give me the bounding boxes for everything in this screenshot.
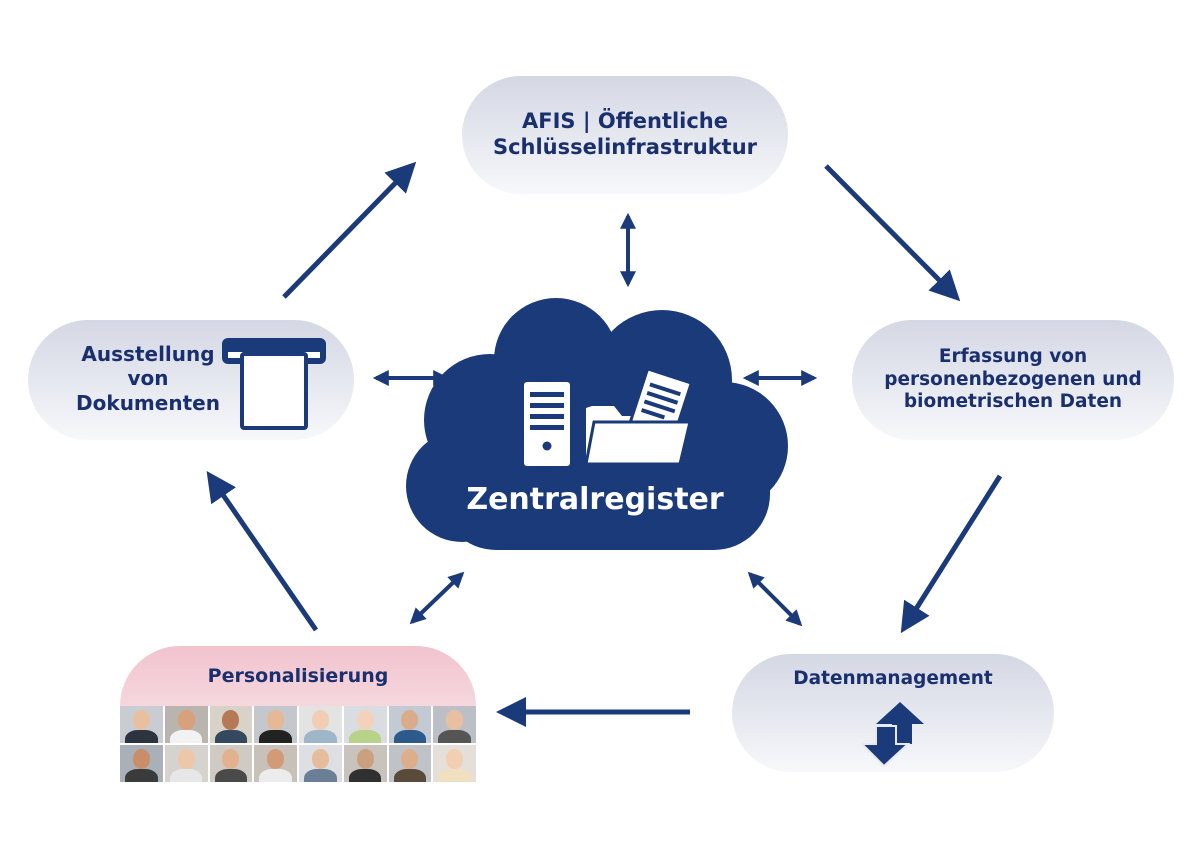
node-ausstellung-label: Ausstellung von Dokumenten [76, 342, 220, 415]
double-arrow-personalisierung-cloud [409, 571, 465, 625]
node-ausstellung: Ausstellung von Dokumenten [28, 320, 354, 440]
cloud-title: Zentralregister [466, 482, 724, 517]
portrait-photo [299, 706, 342, 743]
portrait-photo [433, 745, 476, 782]
arrow-ausstellung-to-afis [282, 161, 417, 299]
portrait-photo [209, 745, 253, 782]
node-erfassung-label: Erfassung von personenbezogenen und biom… [884, 346, 1142, 413]
portrait-photo [388, 706, 432, 743]
portrait-photo [120, 706, 163, 743]
portrait-photo [433, 706, 476, 743]
node-datenmanagement: Datenmanagement [732, 654, 1054, 772]
portrait-photo [343, 745, 387, 782]
node-datenmanagement-label: Datenmanagement [793, 668, 993, 689]
portrait-photo [164, 706, 208, 743]
folder-document-icon [584, 367, 693, 466]
portrait-photo [343, 706, 387, 743]
updown-arrows-icon [862, 702, 924, 768]
portrait-photo [299, 745, 342, 782]
node-personalisierung: Personalisierung [120, 646, 476, 706]
document-slot-icon [222, 338, 326, 430]
portrait-photo [254, 706, 297, 743]
double-arrow-datenmanagement-cloud [747, 571, 803, 627]
arrow-erfassung-to-datenmanagement [900, 474, 1003, 634]
portrait-photo [209, 706, 253, 743]
portrait-photos [120, 706, 476, 782]
arrow-afis-to-erfassung [824, 164, 961, 302]
node-personalisierung-label: Personalisierung [207, 665, 389, 687]
portrait-photo [164, 745, 208, 782]
arrow-personalisierung-to-ausstellung [206, 471, 319, 632]
portrait-photo [254, 745, 297, 782]
node-afis-label: AFIS | Öffentliche Schlüsselinfrastruktu… [492, 109, 758, 159]
node-erfassung: Erfassung von personenbezogenen und biom… [852, 320, 1174, 440]
portrait-photo [388, 745, 432, 782]
server-icon [524, 382, 570, 466]
portrait-photo [120, 745, 163, 782]
node-afis: AFIS | Öffentliche Schlüsselinfrastruktu… [462, 76, 788, 194]
